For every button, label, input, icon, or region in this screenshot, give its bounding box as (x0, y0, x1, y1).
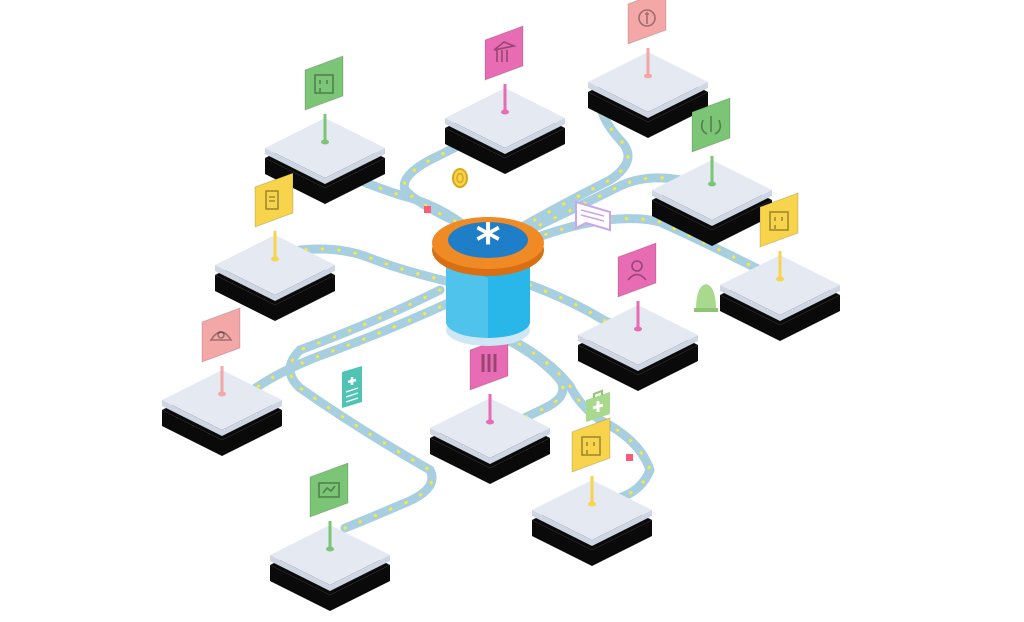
bell-icon (694, 284, 718, 312)
platform-base (720, 295, 840, 341)
hospital-building-icon (581, 436, 601, 456)
track (515, 95, 633, 233)
data-packet (424, 206, 431, 213)
platform-base (588, 92, 708, 138)
bank-icon (493, 41, 517, 62)
first-aid-kit-icon (586, 389, 610, 422)
sign-board (571, 417, 611, 473)
platform-lab (430, 335, 550, 484)
documents-icon (265, 190, 279, 210)
ultrasound-icon (209, 331, 233, 341)
platform-radiology (652, 97, 772, 246)
platform-base (578, 345, 698, 391)
sign-board (304, 55, 344, 111)
track-lights (248, 298, 457, 394)
platform-hospital (532, 417, 652, 566)
sign-board (309, 462, 349, 518)
sign-board (484, 25, 524, 81)
platform-base (652, 200, 772, 246)
sign-board (254, 172, 294, 228)
test-tubes-icon (481, 354, 497, 372)
sign-board (627, 0, 667, 45)
platform-finance (588, 0, 708, 138)
patient-icon (627, 260, 647, 281)
medical-record-icon (342, 366, 362, 408)
building-facility-icon (314, 74, 334, 94)
track-lights (523, 176, 692, 234)
track (399, 135, 475, 233)
platform-documents (215, 172, 335, 321)
platform-monitor (270, 462, 390, 611)
platform-ultrasound (162, 307, 282, 456)
platform-base (430, 438, 550, 484)
platform-office-building (720, 192, 840, 341)
lungs-xray-icon (700, 116, 722, 135)
platform-base (532, 520, 652, 566)
sign-board (617, 242, 657, 298)
platform-base (270, 565, 390, 611)
hub-symbol: * (475, 214, 500, 270)
platform-base (162, 410, 282, 456)
chat-bubble-icon (575, 200, 611, 232)
sign-board (201, 307, 241, 363)
track (285, 285, 445, 533)
platform-bank (445, 25, 565, 174)
platform-base (215, 275, 335, 321)
asterisk-logo-icon (448, 222, 528, 258)
platforms (162, 0, 840, 611)
platform-patient (578, 242, 698, 391)
track (500, 331, 655, 505)
floating-items (342, 168, 718, 461)
platform-base (445, 128, 565, 174)
data-packet (626, 454, 633, 461)
sign-board (759, 192, 799, 248)
hub-cylinder (446, 262, 530, 338)
central-hub: * (432, 214, 544, 346)
track-lights (528, 217, 762, 272)
money-bag-icon (638, 9, 656, 27)
sign-board (691, 97, 731, 153)
coin-icon (452, 168, 468, 188)
office-building-icon (769, 211, 789, 231)
monitor-chart-icon (318, 482, 340, 498)
track-lights (298, 247, 452, 284)
